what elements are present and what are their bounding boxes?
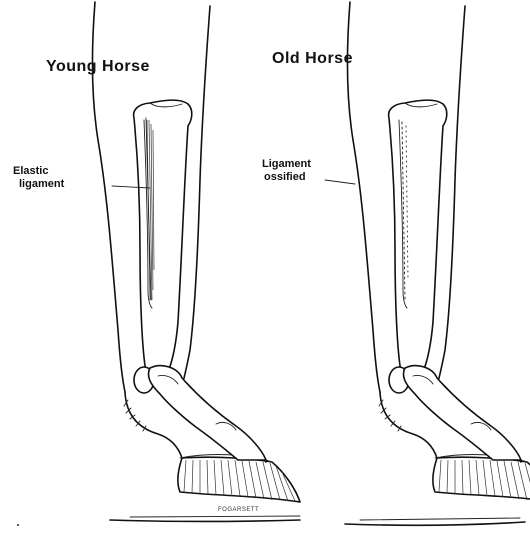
elastic-ligament-label-line1: Elastic [13, 165, 64, 178]
ossified-ligament-pointer [325, 180, 355, 184]
young-horse-leg [92, 2, 300, 502]
ground-line-old [345, 522, 525, 525]
young-horse-title: Young Horse [46, 58, 150, 76]
elastic-ligament-label-line2: ligament [13, 178, 64, 191]
ligament-ossified-label-line1: Ligament [262, 158, 311, 171]
artist-signature: FOGARSETT [218, 507, 259, 513]
dot-mark [17, 524, 19, 526]
elastic-ligament-label: Elastic ligament [13, 165, 64, 191]
ligament-ossified-label: Ligament ossified [262, 158, 311, 184]
ligament-ossified-label-line2: ossified [262, 171, 311, 184]
ground-line-young [110, 520, 300, 522]
old-horse-title: Old Horse [272, 50, 353, 68]
old-horse-leg [325, 2, 530, 502]
